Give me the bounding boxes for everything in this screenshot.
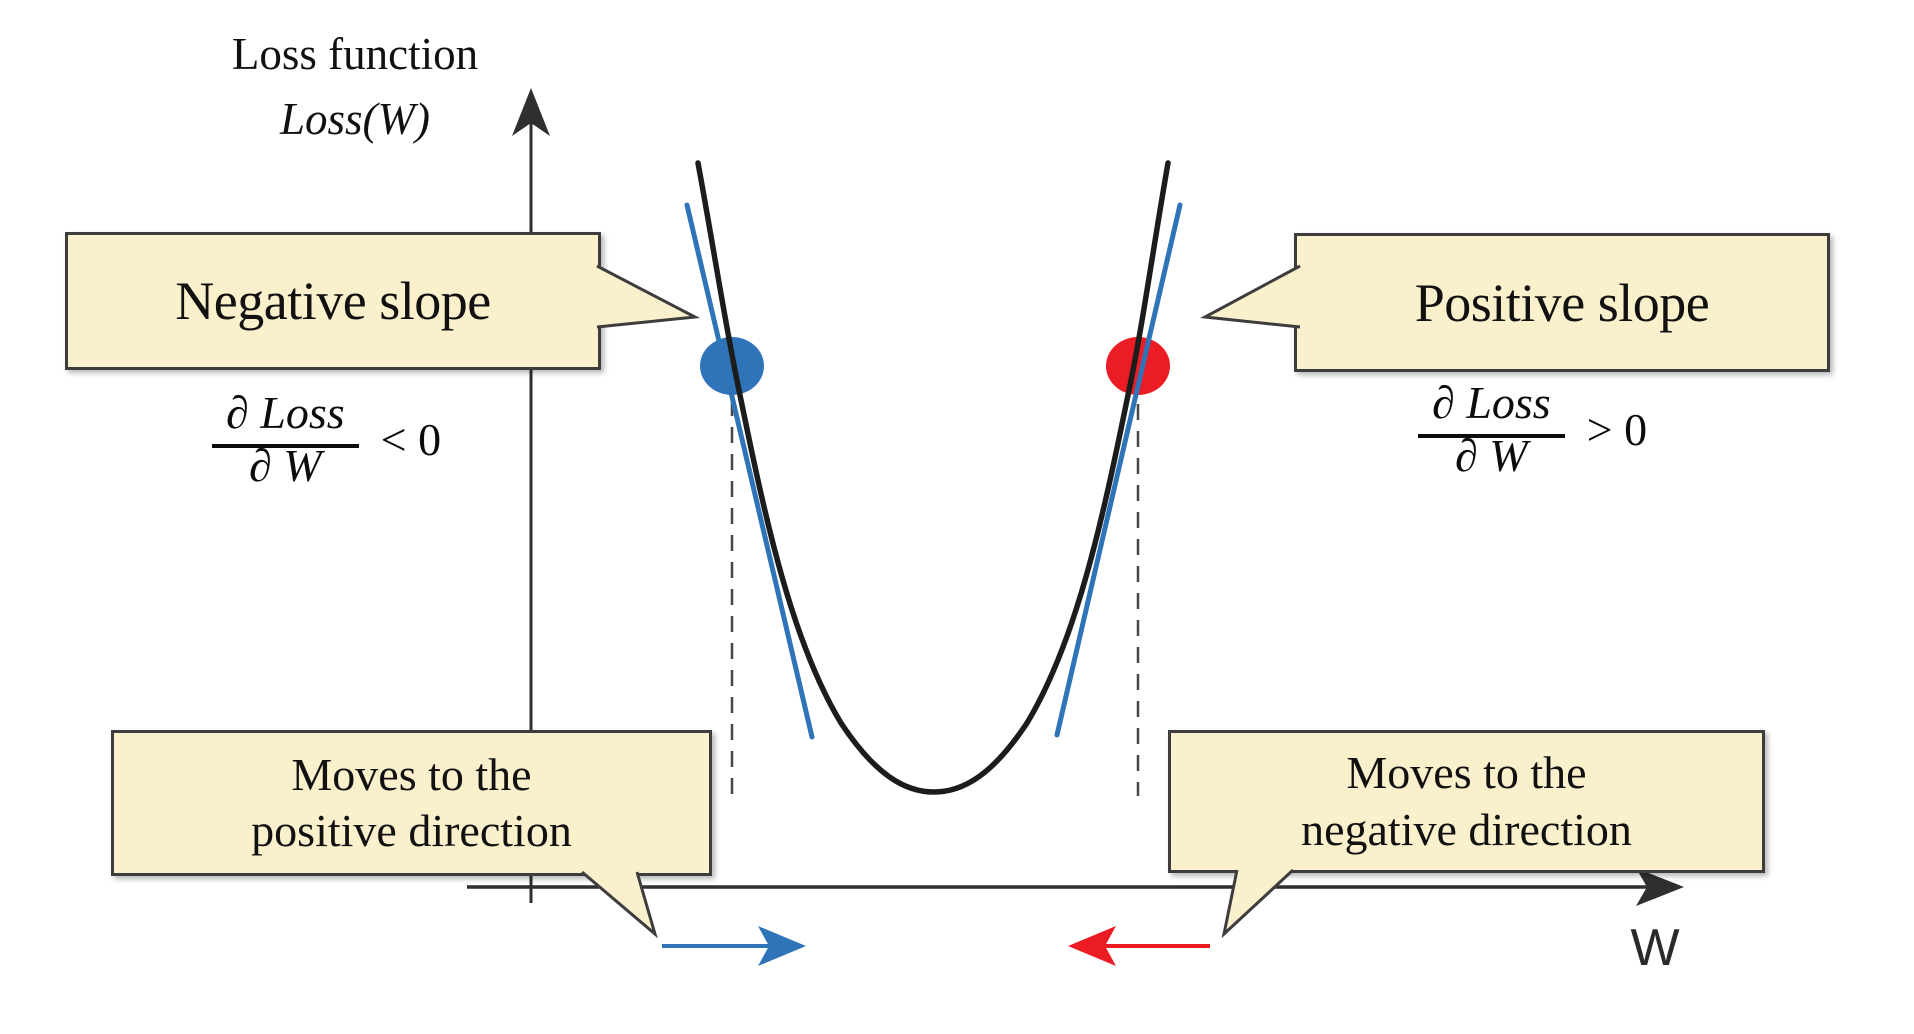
callout-negative-slope-label: Negative slope bbox=[175, 271, 491, 331]
red-direction-arrow bbox=[1068, 926, 1210, 966]
negative-gradient-denominator: ∂ W bbox=[249, 440, 322, 491]
positive-tangent-line bbox=[1054, 202, 1183, 738]
positive-gradient-formula: ∂ Loss ∂ W > 0 bbox=[1418, 376, 1647, 482]
callout-moves-negative-line2: negative direction bbox=[1301, 803, 1632, 855]
red-point bbox=[1106, 337, 1170, 395]
blue-direction-arrow bbox=[662, 926, 806, 966]
callout-moves-negative: Moves to the negative direction bbox=[1168, 730, 1765, 873]
negative-gradient-formula: ∂ Loss ∂ W < 0 bbox=[212, 386, 441, 492]
positive-gradient-numerator: ∂ Loss bbox=[1418, 377, 1565, 438]
positive-gradient-fraction: ∂ Loss ∂ W bbox=[1418, 376, 1565, 482]
callout-negative-slope: Negative slope bbox=[65, 232, 601, 370]
negative-gradient-relation: < 0 bbox=[380, 413, 442, 465]
callout-moves-positive-line1: Moves to the bbox=[291, 748, 532, 800]
blue-arrowhead-icon bbox=[758, 926, 806, 966]
callout-moves-negative-line1: Moves to the bbox=[1346, 747, 1587, 799]
negative-tangent-line bbox=[684, 202, 815, 740]
callout-moves-positive: Moves to the positive direction bbox=[111, 730, 712, 876]
callout-positive-slope: Positive slope bbox=[1294, 233, 1830, 372]
negative-gradient-numerator: ∂ Loss bbox=[212, 387, 359, 448]
negative-gradient-fraction: ∂ Loss ∂ W bbox=[212, 386, 359, 492]
x-axis-label: W bbox=[1630, 919, 1680, 977]
y-axis-title-line2: Loss(W) bbox=[279, 94, 430, 145]
positive-gradient-relation: > 0 bbox=[1586, 403, 1648, 455]
y-axis-title: Loss function Loss(W) bbox=[150, 22, 560, 153]
y-axis-title-line1: Loss function bbox=[231, 29, 479, 79]
positive-gradient-denominator: ∂ W bbox=[1455, 430, 1528, 481]
callout-moves-positive-line2: positive direction bbox=[251, 805, 572, 856]
red-arrowhead-icon bbox=[1068, 926, 1116, 966]
loss-curve bbox=[695, 160, 1171, 795]
x-axis-arrowhead-icon bbox=[1636, 868, 1684, 906]
y-axis-arrowhead-icon bbox=[512, 88, 550, 136]
callout-positive-slope-label: Positive slope bbox=[1414, 272, 1710, 333]
